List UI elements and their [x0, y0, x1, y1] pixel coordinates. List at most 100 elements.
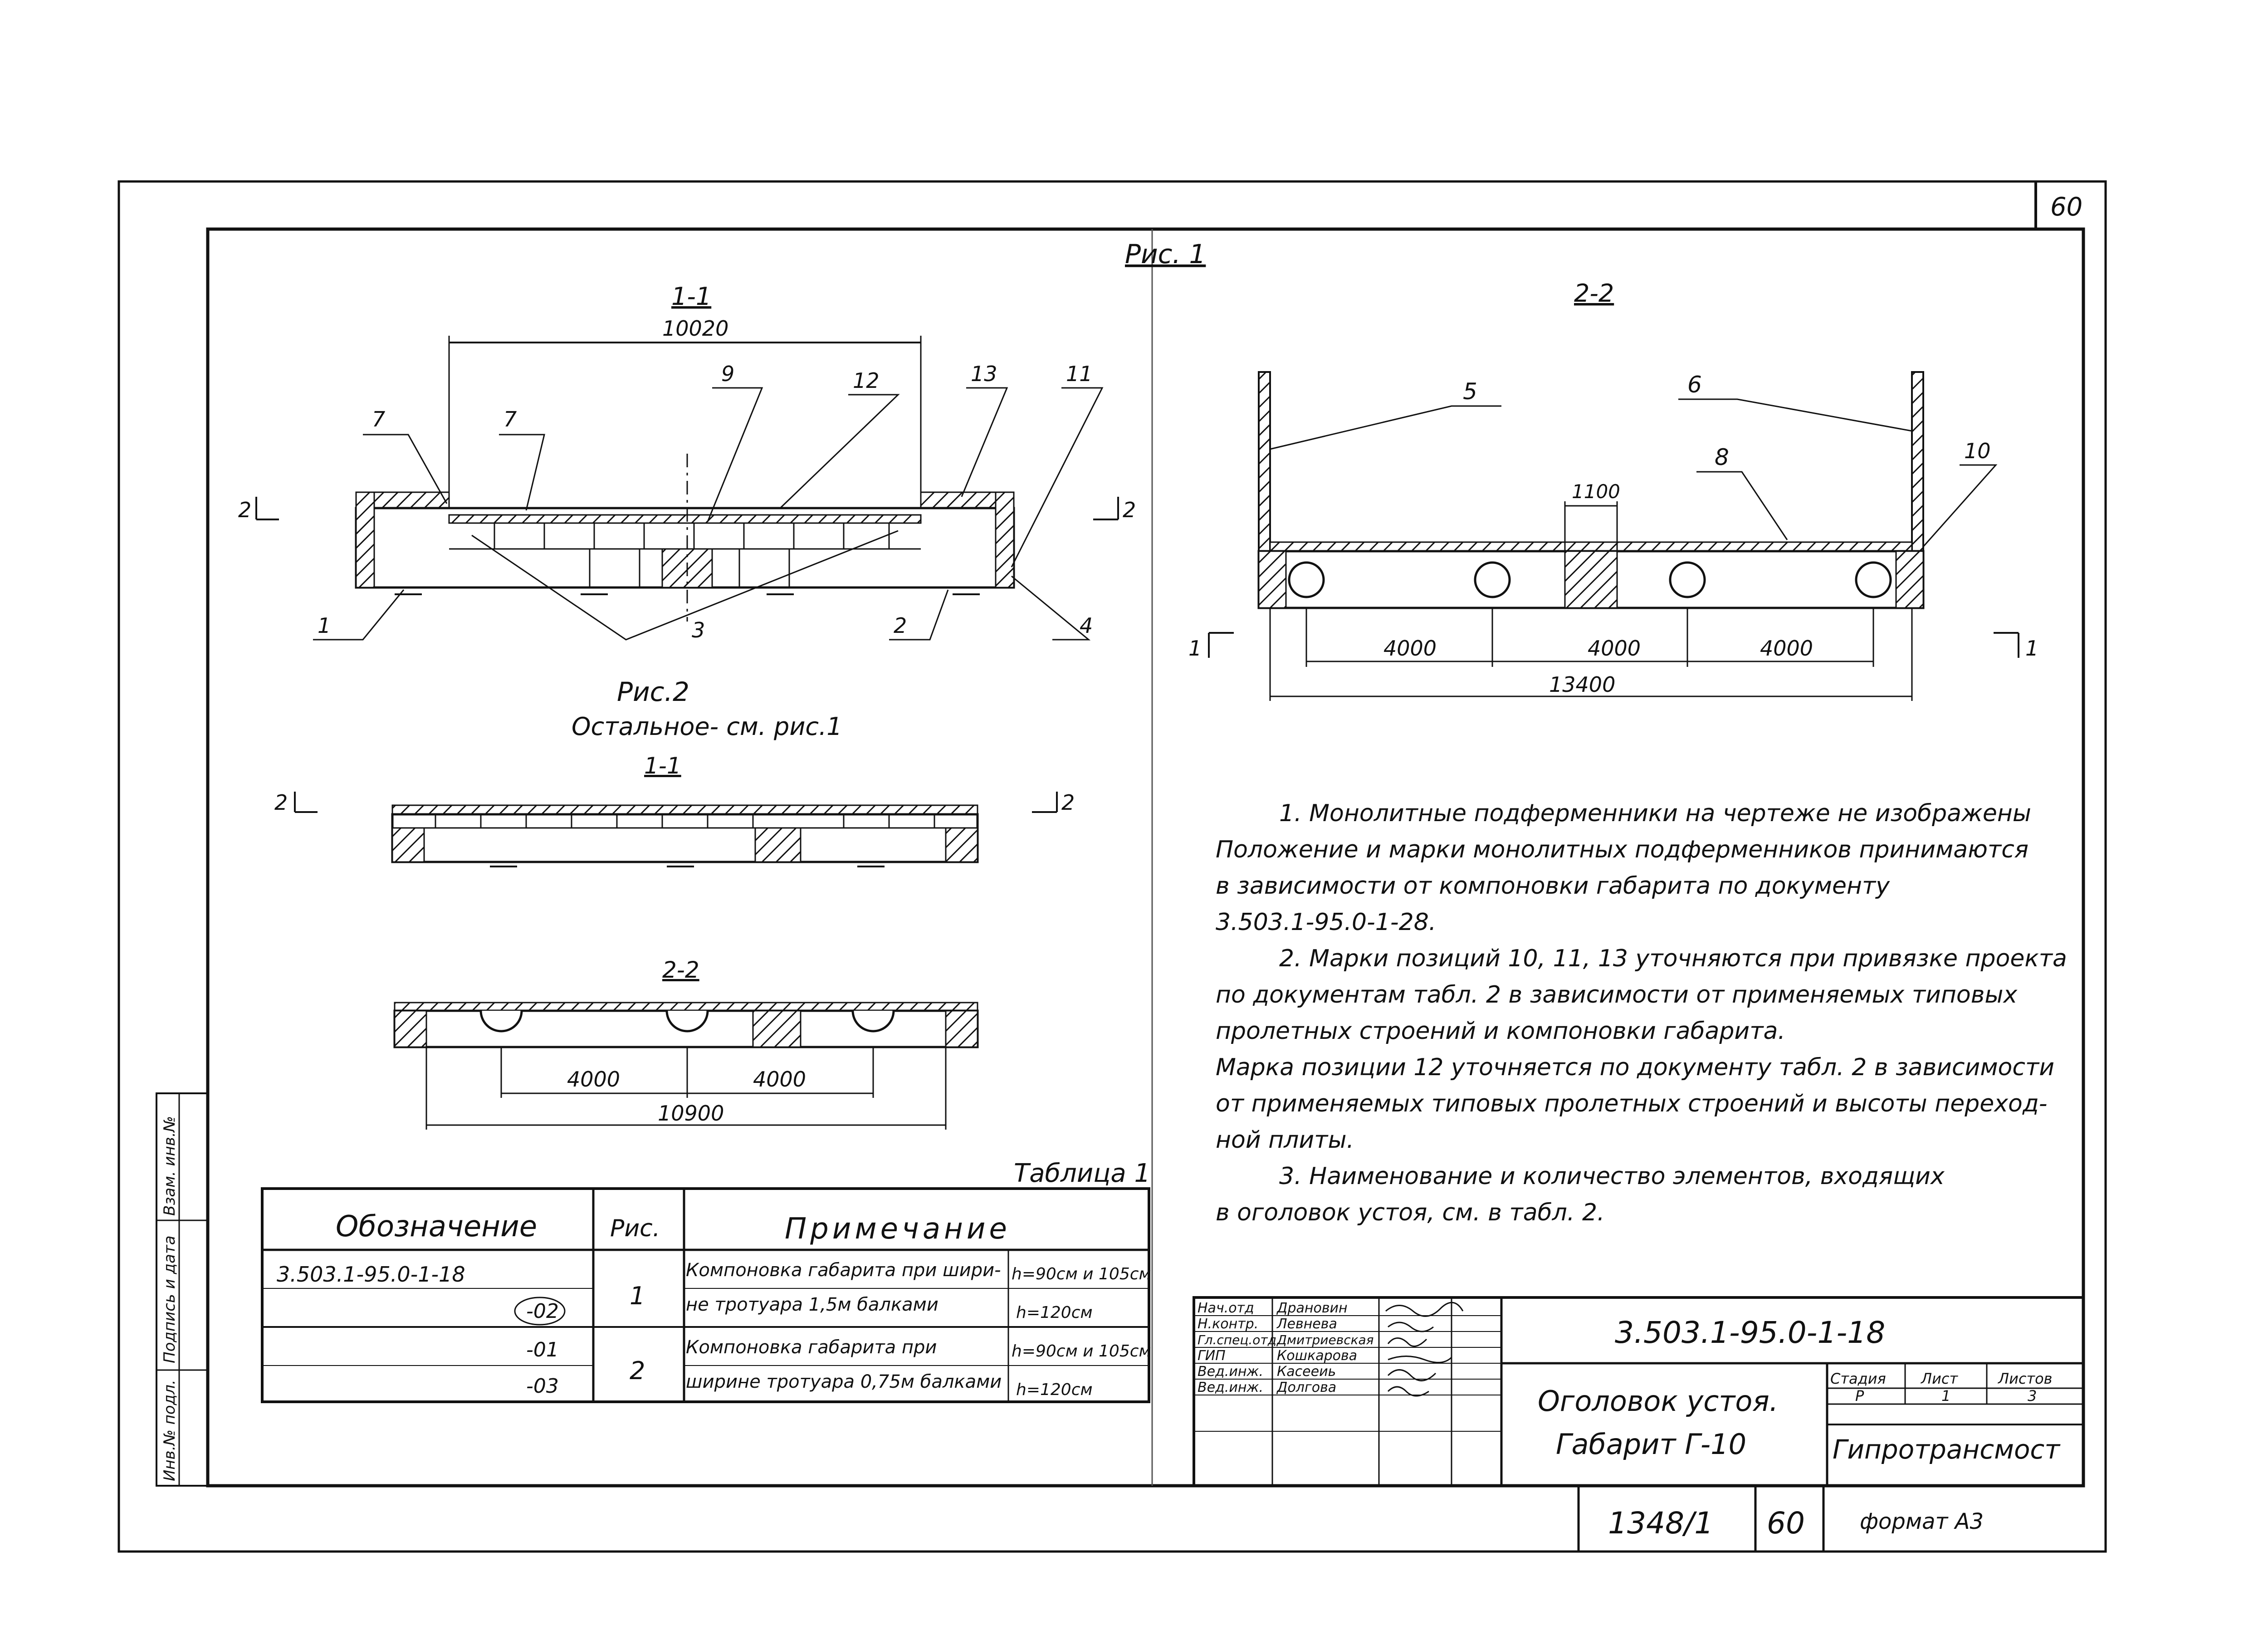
fig1-title: Рис. 1 [1125, 239, 1206, 269]
table-1-header-designation: Обозначение [336, 1210, 537, 1243]
fig1-section-11: 1-1 10020 [238, 282, 1136, 642]
tb-sheets: 3 [2028, 1387, 2037, 1405]
fig1-callout-10: 10 [1964, 439, 1991, 463]
fig1-callout-2: 2 [894, 613, 907, 638]
fig1-section-11-label: 1-1 [671, 282, 711, 311]
fig2-dim-10900: 10900 [658, 1101, 724, 1126]
fig2-dim-4000a: 4000 [567, 1067, 620, 1092]
fig2-section-22: 4000 4000 10900 [393, 1002, 979, 1130]
fig1-callout-5: 5 [1463, 378, 1477, 405]
tb-code: 3.503.1-95.0-1-18 [1615, 1315, 1885, 1350]
fig2-cut-right: 2 [1061, 790, 1075, 815]
tb-person-2: Левнева [1276, 1316, 1337, 1332]
title-block: Нач.отд Н.контр. Гл.спец.отд. ГИП Вед.ин… [1193, 1296, 2085, 1487]
fig1-callout-7b: 7 [503, 407, 517, 431]
notes: 1. Монолитные подферменники на чертеже н… [1216, 800, 2067, 1226]
fig1-cut-1-right: 1 [2025, 636, 2038, 661]
fig1-dim-1100: 1100 [1572, 480, 1620, 503]
fig1-section-22-label: 2-2 [1574, 279, 1614, 308]
fig1-callout-3: 3 [692, 618, 705, 642]
tb-sheet-label: Лист [1921, 1370, 1958, 1387]
table-1-row-2-circle [514, 1297, 566, 1326]
sheet-number: 60 [2050, 192, 2082, 222]
table-1-note-2-wrap: Компоновка габарита при ширине тротуара … [686, 1337, 1002, 1392]
fig1-cut-right: 2 [1123, 498, 1136, 522]
fig1-dim-4000a: 4000 [1383, 636, 1437, 661]
fig1-dim-4000b: 4000 [1588, 636, 1641, 661]
fig1-callout-7a: 7 [372, 407, 385, 431]
side-stamp-inv: Инв.№ подл. [161, 1380, 179, 1481]
tb-person-5: Касееиь [1277, 1364, 1336, 1380]
bottom-strip: 1348/1 60 формат А3 [1577, 1486, 1984, 1552]
fig1-callout-13: 13 [971, 362, 997, 386]
inner-frame [206, 227, 2085, 1488]
table-1-h-4: h=120см [1016, 1380, 1093, 1399]
fig1-callout-6: 6 [1687, 372, 1702, 398]
fig2-title: Рис.2 [617, 676, 689, 707]
tb-signatures [1385, 1302, 1464, 1397]
tb-role-5: Вед.инж. [1198, 1364, 1263, 1380]
tb-org: Гипротрансмост [1833, 1434, 2061, 1465]
tb-person-3: Дмитриевская [1276, 1332, 1374, 1347]
tb-role-2: Н.контр. [1198, 1316, 1258, 1332]
fig1-cut-left: 2 [238, 498, 251, 522]
table-1-fig-2: 2 [630, 1356, 645, 1385]
table-1-header-fig: Рис. [610, 1215, 660, 1242]
table-1-h-2: h=120см [1016, 1303, 1093, 1322]
table-1-row-1-designation: 3.503.1-95.0-1-18 [277, 1262, 465, 1287]
table-1-row-3-designation: -01 [526, 1338, 559, 1361]
tb-person-4: Кошкарова [1277, 1348, 1357, 1364]
tb-role-6: Вед.инж. [1198, 1380, 1263, 1395]
fig1-callout-9: 9 [721, 362, 734, 386]
fig2-dim-4000b: 4000 [753, 1067, 806, 1092]
fig1-callout-8: 8 [1715, 444, 1729, 470]
fig2-section-11: 2 2 [274, 790, 1075, 867]
tb-sheets-label: Листов [1998, 1370, 2053, 1387]
fig2-subtitle: Остальное- см. рис.1 [572, 712, 842, 741]
tb-role-3: Гл.спец.отд. [1198, 1332, 1281, 1347]
fig1-callout-4: 4 [1080, 613, 1093, 638]
table-1-caption: Таблица 1 [1014, 1159, 1150, 1188]
format-label: формат А3 [1860, 1509, 1984, 1534]
table-1-h-1: h=90см и 105см [1012, 1265, 1151, 1283]
note-line-8: Марка позиции 12 уточняется по документу… [1216, 1054, 2054, 1081]
tb-name-line2: Габарит Г-10 [1556, 1428, 1746, 1461]
fig2-section-22-label: 2-2 [662, 957, 699, 983]
album-number: 1348/1 [1608, 1506, 1713, 1541]
fig1-callout-11: 11 [1066, 362, 1093, 386]
table-1-fig-1: 1 [630, 1282, 645, 1310]
side-stamp-sign: Подпись и дата [161, 1235, 179, 1363]
note-line-10: ной плиты. [1216, 1126, 1354, 1154]
page-number: 60 [1767, 1506, 1805, 1541]
table-1-note-1-wrap: Компоновка габарита при шири- не тротуар… [686, 1260, 1001, 1315]
tb-name-line1: Оголовок устоя. [1538, 1385, 1778, 1418]
fig1-cut-1-left: 1 [1188, 636, 1202, 661]
table-1-row-2-designation: -02 [526, 1300, 559, 1323]
note-line-9: от применяемых типовых пролетных строени… [1216, 1090, 2048, 1117]
table-1-row-4-designation: -03 [526, 1375, 559, 1398]
note-line-2: Положение и марки монолитных подферменни… [1216, 836, 2028, 863]
side-stamp-replace: Взам. инв.№ [161, 1116, 179, 1216]
note-line-1: 1. Монолитные подферменники на чертеже н… [1279, 800, 2031, 827]
note-line-3: в зависимости от компоновки габарита по … [1216, 872, 1890, 900]
note-line-11: 3. Наименование и количество элементов, … [1279, 1163, 1945, 1190]
table-1-note-2: Компоновка габарита при ширине тротуара … [686, 1337, 1002, 1392]
fig1-dim-4000c: 4000 [1760, 636, 1813, 661]
fig2-section-11-label: 1-1 [644, 753, 681, 779]
note-line-4: 3.503.1-95.0-1-28. [1216, 909, 1436, 936]
tb-role-4: ГИП [1198, 1348, 1226, 1364]
table-1-header-note: Примечание [785, 1212, 1011, 1246]
tb-person-6: Долгова [1276, 1380, 1336, 1395]
outer-frame [117, 180, 2107, 1553]
note-line-7: пролетных строений и компоновки габарита… [1216, 1018, 1785, 1045]
table-1: Таблица 1 Обозначение Рис. Примечание 3.… [261, 1159, 1151, 1403]
side-stamp: Инв.№ подл. Подпись и дата Взам. инв.№ [156, 1092, 209, 1487]
tb-sheet: 1 [1941, 1387, 1950, 1405]
tb-role-1: Нач.отд [1198, 1300, 1254, 1316]
tb-stage-label: Стадия [1830, 1370, 1886, 1387]
fig2-cut-left: 2 [274, 790, 288, 815]
fig1-section-22: 2-2 1100 4000 4000 4000 13400 [1188, 279, 2038, 701]
tb-person-1: Драновин [1276, 1300, 1348, 1316]
fig1-dim-13400: 13400 [1549, 672, 1615, 697]
